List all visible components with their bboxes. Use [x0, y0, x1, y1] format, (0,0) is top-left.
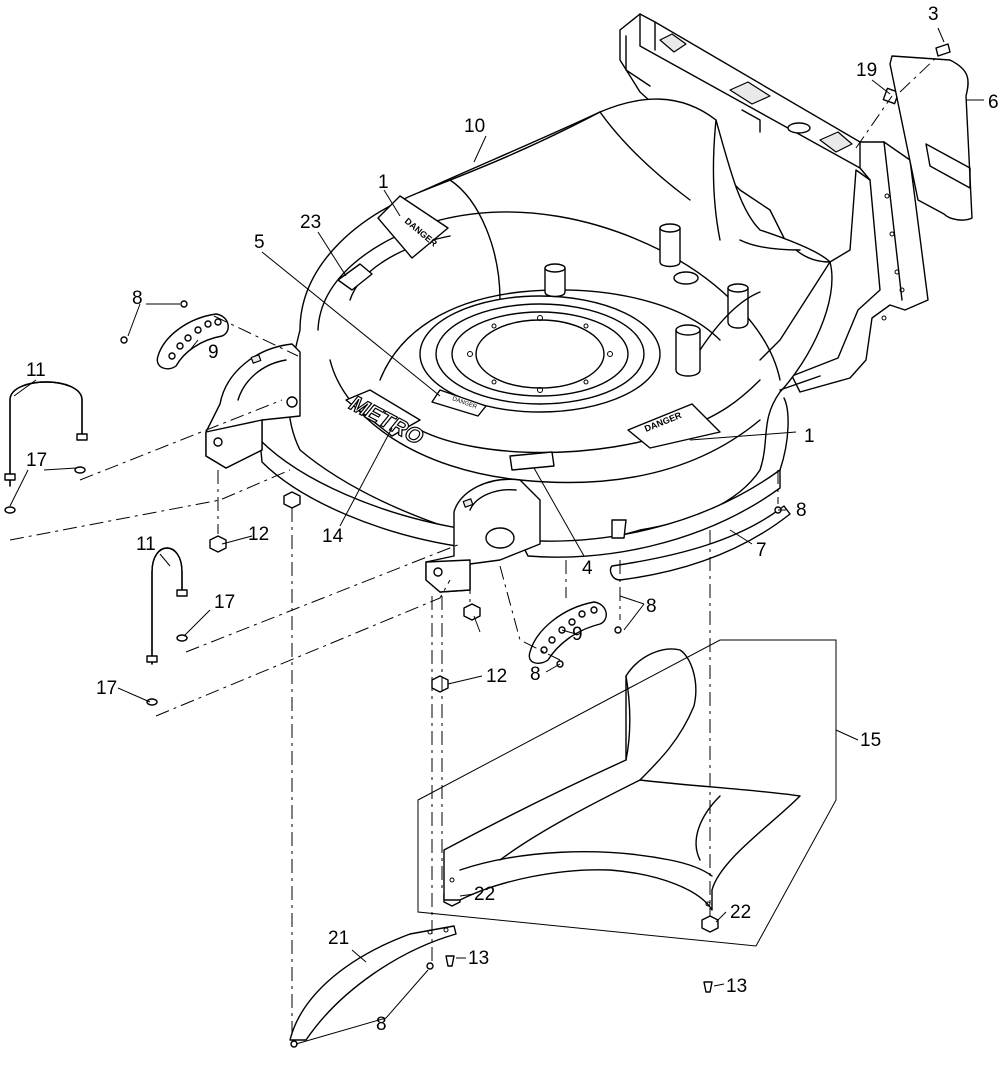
- callout-8-top-left: 8: [132, 288, 143, 309]
- leader-lines: [9, 27, 984, 1045]
- axle-left: [4, 381, 88, 514]
- height-adjuster-left: [156, 313, 229, 370]
- danger-decal-right: DANGER: [627, 403, 721, 449]
- callout-8-right: 8: [796, 500, 807, 521]
- front-axle-support: [425, 478, 541, 593]
- callout-1-top: 1: [378, 172, 389, 193]
- callout-3: 3: [928, 4, 939, 25]
- left-axle-support: [205, 343, 301, 469]
- callout-9-right: 9: [572, 624, 583, 645]
- callout-1-right: 1: [804, 426, 815, 447]
- callout-4: 4: [582, 558, 593, 579]
- callout-6: 6: [988, 92, 999, 113]
- rear-flap: [289, 925, 457, 1041]
- callout-17-left: 17: [26, 450, 47, 471]
- assembly-lines: [9, 55, 939, 1040]
- mulch-plug: [443, 648, 801, 911]
- cover-plate: [889, 55, 973, 221]
- callout-12-lower: 12: [486, 666, 507, 687]
- callout-13-left: 13: [468, 948, 489, 969]
- callout-19: 19: [856, 60, 877, 81]
- callout-5: 5: [254, 232, 265, 253]
- danger-decal-small: DANGER: [431, 389, 487, 417]
- callout-15: 15: [860, 730, 881, 751]
- callout-23: 23: [300, 212, 321, 233]
- callout-13-right: 13: [726, 976, 747, 997]
- blank-label: [337, 263, 373, 291]
- callout-14: 14: [322, 526, 344, 547]
- callout-11-left: 11: [26, 360, 46, 381]
- callout-10: 10: [464, 116, 485, 137]
- callout-17-mid: 17: [214, 592, 235, 613]
- callout-labels: 3 19 6 10 1 23 5 8 9 11 17 1 8 12 14 4 7…: [26, 4, 999, 1035]
- callout-12-upper: 12: [248, 524, 269, 545]
- callout-22-left: 22: [474, 884, 495, 905]
- height-adjuster-right: [528, 601, 607, 664]
- callout-21: 21: [328, 928, 349, 949]
- callout-7: 7: [756, 540, 767, 561]
- callout-8-mid: 8: [646, 596, 657, 617]
- axle-right: [146, 547, 188, 706]
- callout-17-lower: 17: [96, 678, 117, 699]
- serial-label: [509, 451, 555, 471]
- callout-8-bottom: 8: [376, 1014, 387, 1035]
- callout-9-left: 9: [208, 342, 219, 363]
- callout-8-lower: 8: [530, 664, 541, 685]
- callout-11-front: 11: [136, 534, 156, 555]
- callout-22-right: 22: [730, 902, 751, 923]
